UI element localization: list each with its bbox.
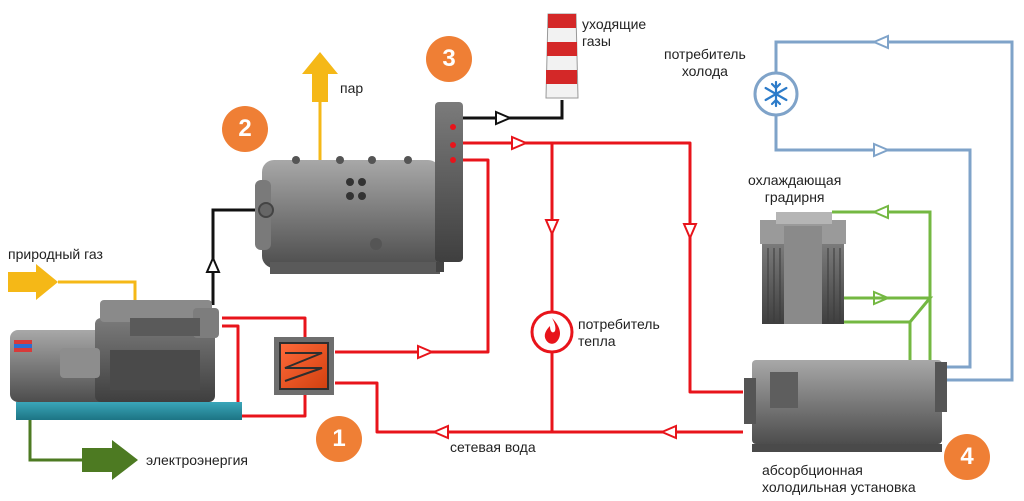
cooling-water-flow-arrows (871, 204, 891, 306)
chimney (545, 13, 579, 99)
network-water-label: сетевая вода (450, 439, 536, 455)
exhaust-flow-arrows (205, 110, 513, 273)
flame-icon (544, 318, 560, 344)
gas-engine-generator (10, 300, 242, 420)
cooling-tower (760, 212, 846, 324)
badge-absorption-chiller: 4 (944, 434, 990, 480)
snowflake-icon (764, 80, 788, 108)
cold-consumer (753, 71, 799, 117)
hot-water-flow-arrows (417, 135, 698, 440)
steam-label: пар (340, 80, 364, 96)
cooling-water-pipes (832, 210, 932, 360)
heat-consumer (530, 310, 574, 354)
cooling-water-branch (832, 296, 934, 323)
cooling-tower-label: охлаждающая градирня (748, 172, 842, 205)
absorption-chiller-label: абсорбционная холодильная установка (762, 462, 916, 495)
steam-boiler (255, 102, 463, 274)
electricity-outlet-arrow (28, 412, 138, 480)
heat-consumer-label: потребитель тепла (578, 316, 660, 349)
natural-gas-label: природный газ (8, 246, 103, 262)
electricity-label: электроэнергия (146, 452, 249, 468)
chilled-water-flow-arrows (871, 34, 891, 158)
heat-exchanger (274, 337, 334, 395)
cold-consumer-label: потребитель холода (664, 46, 746, 79)
badge-steam-boiler: 2 (222, 106, 268, 152)
chilled-water-pipes (774, 40, 1014, 382)
absorption-chiller (744, 360, 947, 452)
badge-heat-exchanger: 1 (316, 416, 362, 462)
exhaust-gas-label: уходящие газы (582, 16, 647, 49)
steam-outlet-arrow (302, 52, 338, 160)
badge-exhaust-boiler: 3 (426, 36, 472, 82)
